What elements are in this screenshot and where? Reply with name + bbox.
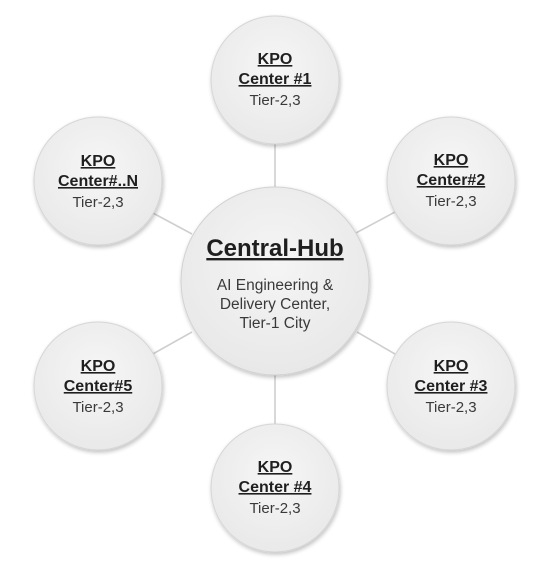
connector-center-2 (353, 211, 396, 235)
center-1-circle (210, 15, 340, 145)
center-5-circle (33, 321, 163, 451)
kpo-center-4: KPO Center #4 Tier-2,3 (210, 423, 340, 553)
center-3-title-line-1: KPO (434, 358, 469, 375)
central-hub: Central-Hub AI Engineering & Delivery Ce… (180, 186, 370, 376)
center-2-tier: Tier-2,3 (425, 193, 476, 210)
center-3-circle (386, 321, 516, 451)
connector-center-5 (150, 331, 193, 356)
center-1-title-line-2: Center #1 (239, 71, 312, 88)
center-4-title-line-1: KPO (258, 459, 293, 476)
center-4-circle (210, 423, 340, 553)
connector-center-3 (356, 331, 396, 355)
kpo-center-2: KPO Center#2 Tier-2,3 (386, 116, 516, 246)
center-n-title-line-1: KPO (81, 153, 116, 170)
kpo-center-n: KPO Center#..N Tier-2,3 (33, 116, 163, 246)
hub-line-1: AI Engineering & (217, 277, 334, 294)
center-2-circle (386, 116, 516, 246)
center-n-title-line-2: Center#..N (58, 173, 138, 190)
hub-line-3: Tier-1 City (240, 315, 311, 332)
center-n-tier: Tier-2,3 (72, 194, 123, 211)
connectors (150, 141, 396, 428)
center-4-title-line-2: Center #4 (239, 479, 312, 496)
center-4-tier: Tier-2,3 (249, 500, 300, 517)
kpo-center-3: KPO Center #3 Tier-2,3 (386, 321, 516, 451)
center-5-tier: Tier-2,3 (72, 399, 123, 416)
center-2-title-line-2: Center#2 (417, 172, 486, 189)
hub-circle (180, 186, 370, 376)
center-n-circle (33, 116, 163, 246)
center-2-title-line-1: KPO (434, 152, 469, 169)
kpo-center-1: KPO Center #1 Tier-2,3 (210, 15, 340, 145)
center-5-title-line-1: KPO (81, 358, 116, 375)
center-1-title-line-1: KPO (258, 51, 293, 68)
hub-line-2: Delivery Center, (220, 296, 330, 313)
center-3-title-line-2: Center #3 (415, 378, 488, 395)
center-1-tier: Tier-2,3 (249, 92, 300, 109)
center-5-title-line-2: Center#5 (64, 378, 133, 395)
kpo-center-5: KPO Center#5 Tier-2,3 (33, 321, 163, 451)
center-3-tier: Tier-2,3 (425, 399, 476, 416)
hub-title: Central-Hub (206, 235, 343, 262)
connector-center-n (150, 211, 193, 235)
